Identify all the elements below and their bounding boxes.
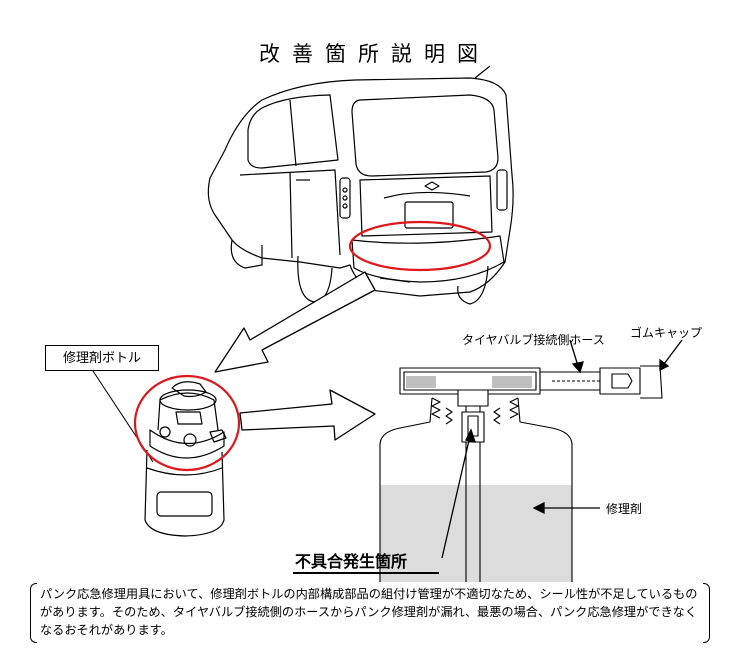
- bracket-right: [703, 583, 710, 643]
- car-illustration: [207, 65, 514, 305]
- bottle-illustration: [144, 381, 227, 537]
- bracket-left: [30, 583, 37, 643]
- section-pointer-arrows: [441, 339, 683, 559]
- description-text: パンク応急修理用具において、修理剤ボトルの内部構成部品の組付け管理が不適切なため…: [40, 587, 698, 637]
- hose-label: タイヤバルブ接続側ホース: [462, 333, 605, 347]
- arrow-car-to-bottle: [214, 271, 376, 373]
- cross-section-illustration: [379, 365, 663, 582]
- highlight-ellipse-car: [348, 220, 492, 272]
- diagram-title: 改善箇所説明図: [259, 42, 490, 66]
- agent-label: 修理剤: [606, 502, 643, 516]
- arrow-bottle-to-section: [239, 389, 376, 441]
- description-box: パンク応急修理用具において、修理剤ボトルの内部構成部品の組付け管理が不適切なため…: [30, 583, 710, 643]
- cap-label: ゴムキャップ: [630, 326, 703, 340]
- defect-location-label: 不具合発生箇所: [295, 552, 408, 571]
- bottle-label: 修理剤ボトル: [45, 345, 159, 371]
- highlight-circle-bottle: [133, 374, 241, 472]
- defect-underline: [293, 572, 439, 574]
